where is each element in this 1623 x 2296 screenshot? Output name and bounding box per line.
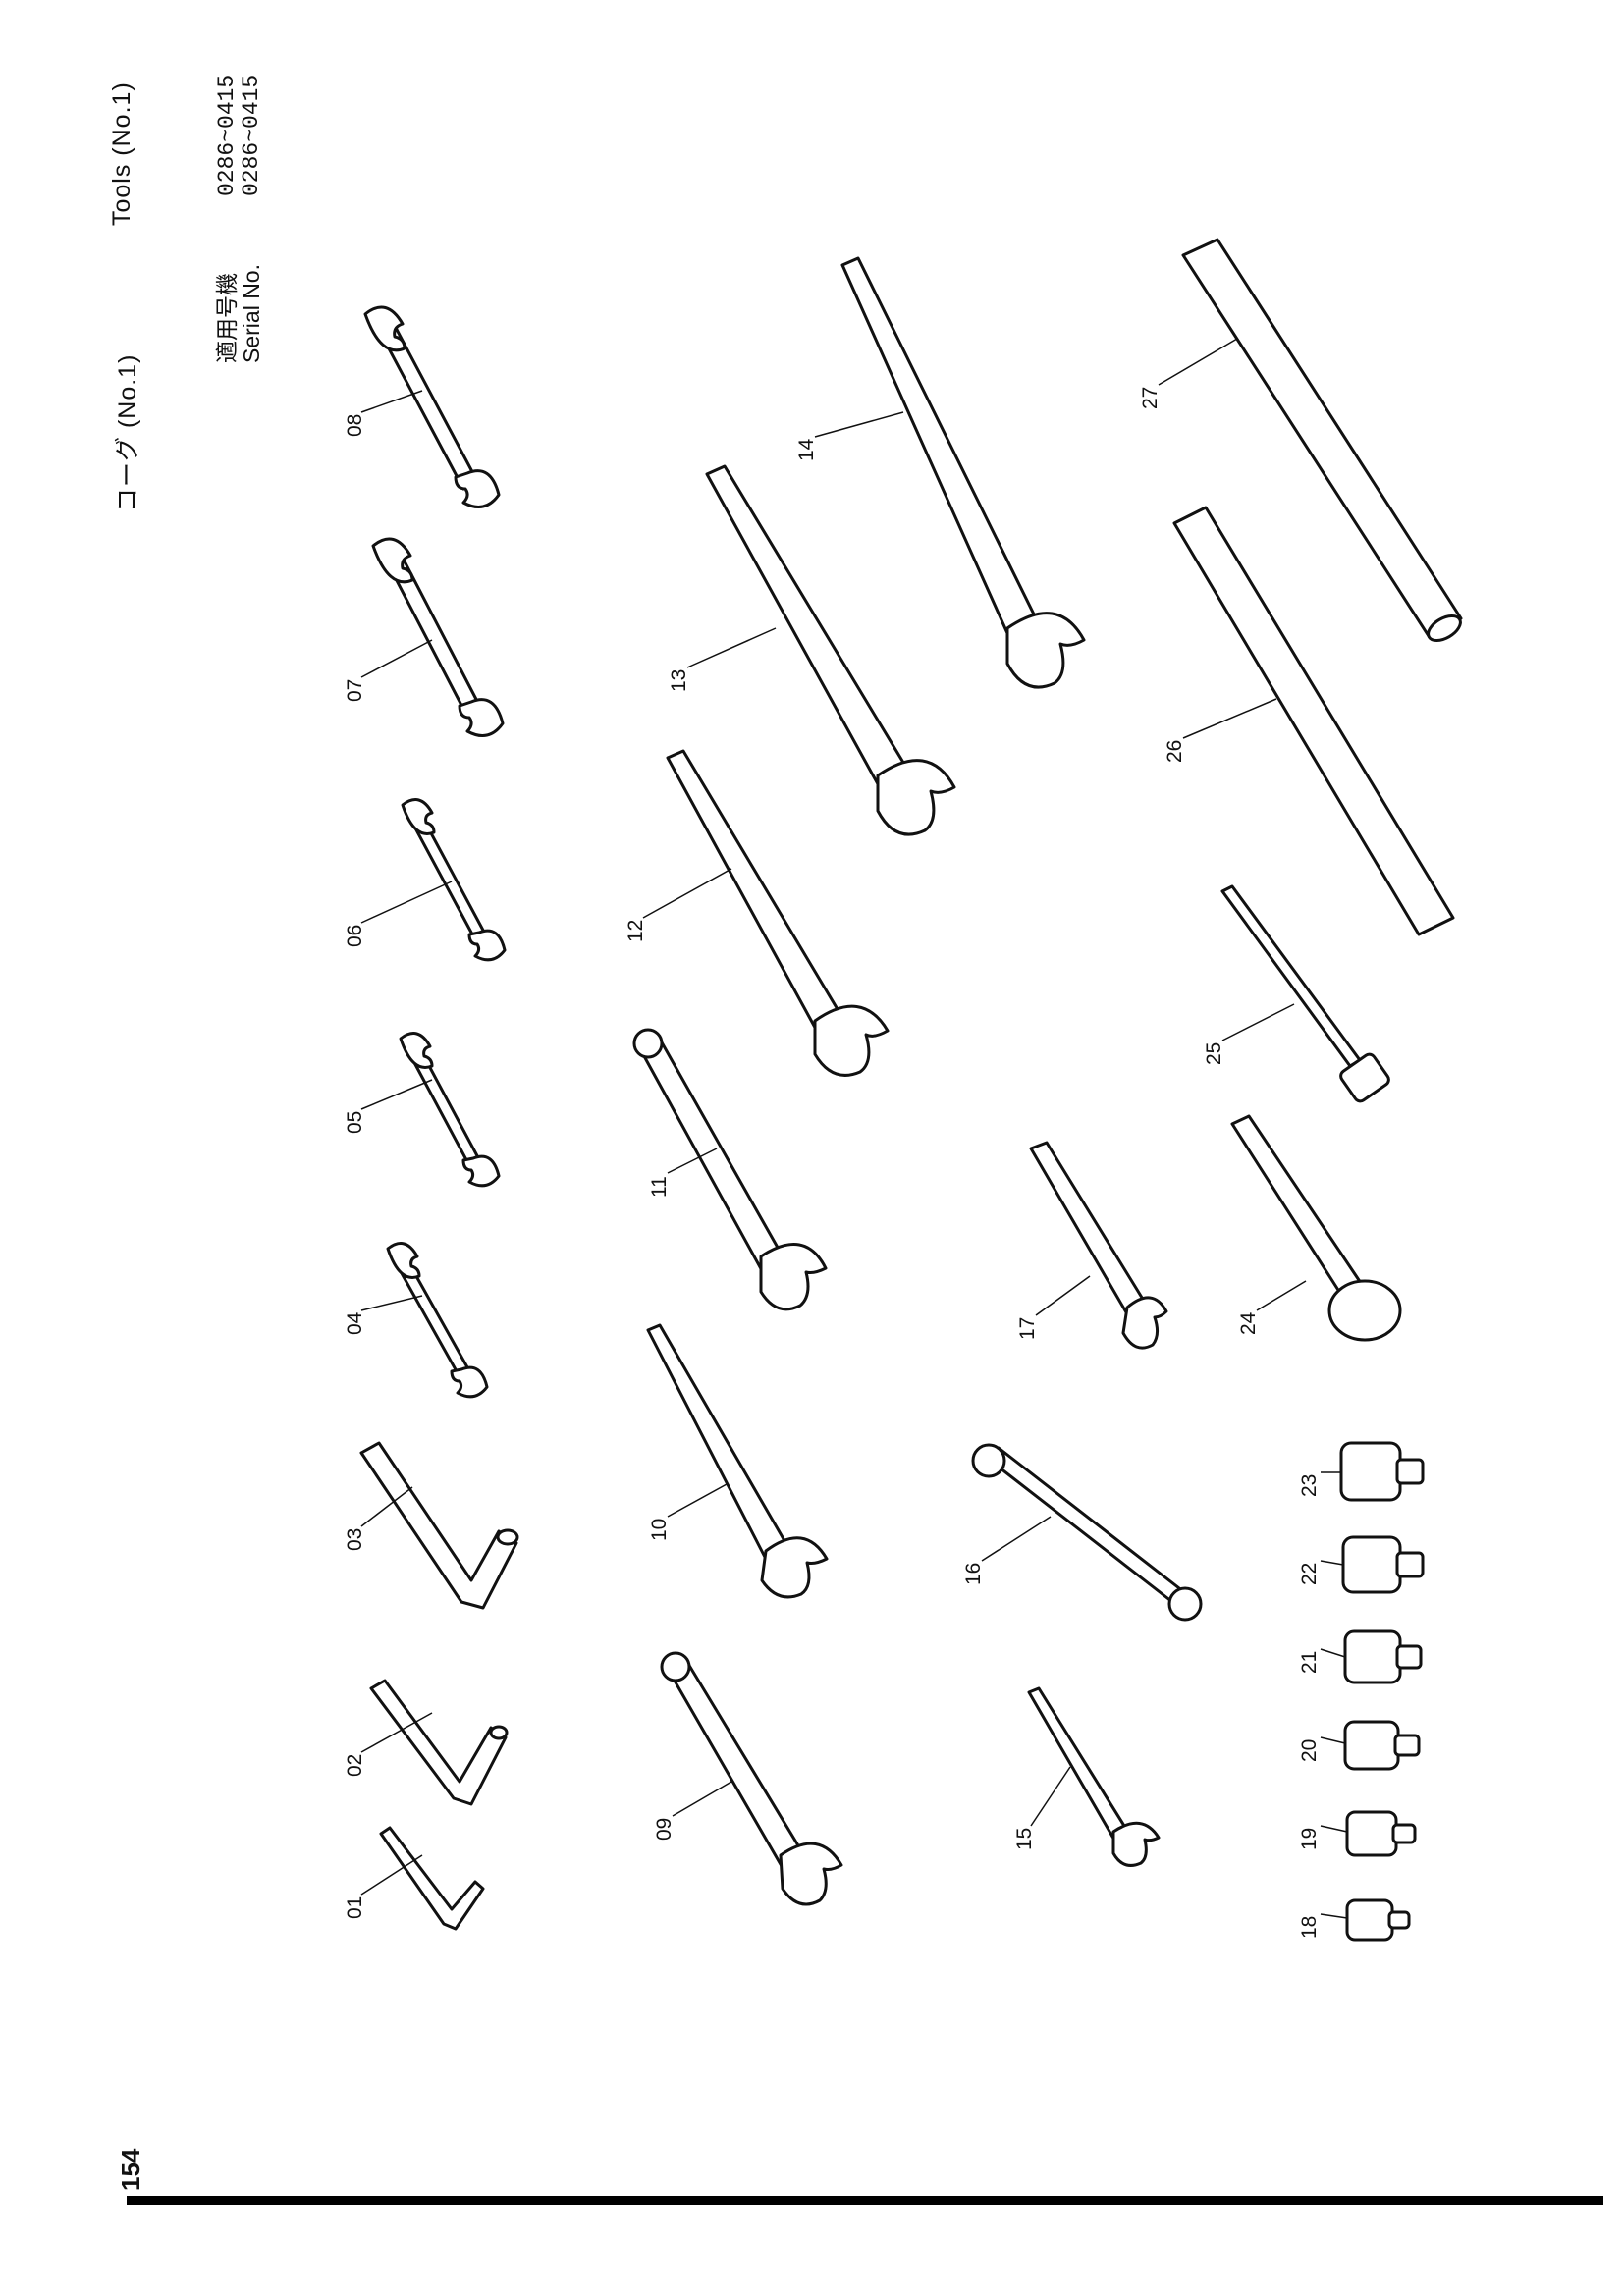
hex-key-01-icon: [379, 1826, 485, 1931]
wrench-05-icon: [399, 1032, 501, 1188]
callout-21: 21: [1298, 1650, 1321, 1674]
wrench-17-icon: [1029, 1141, 1168, 1350]
extension-25-icon: [1220, 884, 1390, 1103]
socket-20-icon: [1343, 1720, 1421, 1771]
callout-22: 22: [1298, 1562, 1321, 1585]
callout-16: 16: [962, 1562, 985, 1585]
callout-20: 20: [1298, 1738, 1321, 1762]
wrench-12-icon: [666, 749, 890, 1077]
socket-23-icon: [1339, 1441, 1425, 1502]
callout-01: 01: [344, 1896, 366, 1919]
socket-19-icon: [1345, 1810, 1417, 1857]
hex-key-03-icon: [359, 1441, 519, 1610]
callout-05: 05: [344, 1110, 366, 1134]
callout-27: 27: [1139, 386, 1162, 409]
handle-bar-26-icon: [1172, 506, 1455, 936]
callout-11: 11: [648, 1176, 671, 1198]
callout-06: 06: [344, 924, 366, 947]
wrench-08-icon: [363, 305, 501, 508]
callout-12: 12: [624, 919, 647, 942]
socket-21-icon: [1343, 1629, 1423, 1684]
callout-03: 03: [344, 1527, 366, 1551]
callout-19: 19: [1298, 1827, 1321, 1850]
callout-23: 23: [1298, 1473, 1321, 1497]
wrench-11-icon: [632, 1028, 828, 1311]
callout-26: 26: [1163, 739, 1186, 763]
pipe-27-icon: [1181, 238, 1463, 642]
wrench-09-icon: [660, 1651, 843, 1906]
socket-22-icon: [1341, 1535, 1425, 1594]
callout-13: 13: [668, 668, 690, 692]
callout-08: 08: [344, 413, 366, 437]
callout-07: 07: [344, 678, 366, 702]
socket-18-icon: [1345, 1898, 1411, 1942]
callout-02: 02: [344, 1753, 366, 1777]
ratchet-24-icon: [1230, 1114, 1402, 1342]
wrench-15-icon: [1027, 1686, 1161, 1867]
callout-09: 09: [653, 1817, 676, 1841]
callout-10: 10: [648, 1518, 671, 1541]
callout-15: 15: [1013, 1827, 1036, 1850]
wrench-04-icon: [386, 1242, 489, 1399]
wrench-14-icon: [840, 256, 1086, 689]
hex-key-02-icon: [369, 1679, 509, 1806]
wrench-13-icon: [705, 464, 956, 836]
callout-18: 18: [1298, 1915, 1321, 1939]
wrench-06-icon: [401, 798, 507, 962]
callout-04: 04: [344, 1311, 366, 1335]
callout-14: 14: [795, 438, 818, 461]
callout-17: 17: [1016, 1316, 1039, 1340]
wrench-10-icon: [646, 1323, 829, 1599]
callout-24: 24: [1237, 1311, 1260, 1335]
wrench-16-icon: [971, 1443, 1203, 1622]
callout-25: 25: [1203, 1041, 1225, 1065]
wrench-07-icon: [371, 537, 505, 737]
bottom-rule: [127, 2196, 1603, 2205]
